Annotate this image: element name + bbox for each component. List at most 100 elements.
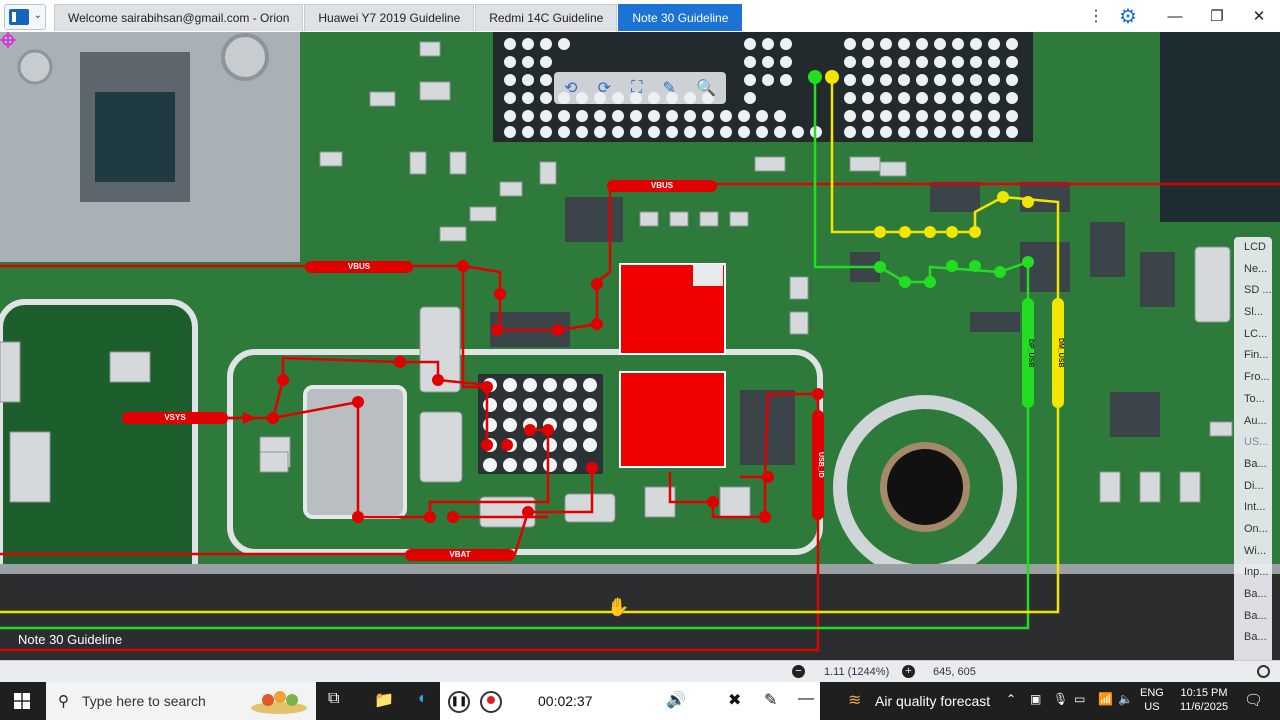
minimize-recorder-icon[interactable]: —: [798, 690, 814, 707]
gear-icon[interactable]: ⚙: [1119, 5, 1137, 28]
side-item-lc[interactable]: LC...: [1244, 327, 1268, 340]
volume-icon[interactable]: 🔊: [666, 692, 686, 709]
more-options-icon[interactable]: ⋮: [1088, 8, 1104, 25]
chevron-down-icon: ⌄: [33, 10, 42, 21]
zoom-in-button[interactable]: +: [902, 665, 915, 678]
app-menu-button[interactable]: ⌄: [4, 4, 46, 30]
close-button[interactable]: ✕: [1252, 8, 1266, 25]
stop-record-button[interactable]: [480, 691, 502, 713]
cursor-coordinates: 645, 605: [933, 666, 976, 678]
side-item-ba-3[interactable]: Ba...: [1244, 609, 1267, 622]
rotate-left-icon[interactable]: ⟲: [564, 80, 578, 97]
recording-timer: 00:02:37: [538, 693, 593, 709]
view-toolbar: ⟲ ⟳ ⛶ ✎ 🔍: [554, 72, 726, 104]
board-edge-silver: [0, 564, 1280, 574]
pause-button[interactable]: ❚❚: [448, 691, 470, 713]
notification-icon[interactable]: 🗨: [1244, 692, 1264, 709]
side-item-lcd[interactable]: LCD: [1244, 241, 1267, 253]
board-viewer[interactable]: VBUS VBUS VSYS VBAT USB_ID DP_USB DM_USB…: [0, 32, 1280, 660]
side-item-ba-4[interactable]: Ba...: [1244, 631, 1267, 644]
search-icon: ⚲: [58, 693, 69, 710]
board-title: Note 30 Guideline: [18, 632, 123, 647]
side-item-wifi[interactable]: Wi...: [1244, 544, 1266, 557]
app-logo-icon: [9, 9, 29, 25]
net-label-vbat[interactable]: VBAT: [405, 549, 515, 561]
net-label-vsys[interactable]: VSYS: [122, 412, 228, 424]
clock-date: 11/6/2025: [1179, 701, 1229, 713]
side-item-ba-2[interactable]: Ba...: [1244, 588, 1267, 600]
pcb-drawing: [0, 32, 1280, 660]
passive-components: [0, 41, 1233, 528]
start-button[interactable]: [0, 682, 44, 720]
title-bar: ⌄ Welcome sairabihsan@gmail.com - Orion …: [0, 0, 1280, 33]
dm-net-traces: [0, 77, 1060, 614]
weather-text[interactable]: Air quality forecast: [875, 693, 991, 709]
tab-welcome[interactable]: Welcome sairabihsan@gmail.com - Orion: [54, 4, 304, 31]
minimize-button[interactable]: —: [1167, 7, 1183, 25]
wifi-icon[interactable]: 📶: [1098, 692, 1113, 706]
net-label-vbus[interactable]: VBUS: [305, 261, 413, 273]
dp-net-traces: [0, 77, 1030, 630]
draw-tool-icon[interactable]: ✎: [662, 80, 676, 97]
side-item-front[interactable]: Fro...: [1244, 371, 1270, 384]
search-placeholder: Type here to search: [82, 693, 206, 709]
side-item-fingerprint[interactable]: Fin...: [1244, 349, 1269, 362]
side-item-ba-1[interactable]: Ba...: [1244, 457, 1267, 470]
board-edge-dark: [1160, 32, 1280, 222]
vsys-arrow-icon: [243, 412, 256, 424]
net-label-dp-usb[interactable]: DP_USB: [1022, 298, 1034, 408]
meet-now-icon[interactable]: ▣: [1030, 692, 1042, 706]
tab-huawei-y7[interactable]: Huawei Y7 2019 Guideline: [304, 4, 475, 31]
battery-icon[interactable]: ▭: [1074, 692, 1086, 706]
microphone-icon[interactable]: 🎙: [1053, 692, 1069, 706]
edge-browser-icon[interactable]: ◐: [418, 690, 428, 707]
input-language[interactable]: ENG US: [1140, 686, 1164, 714]
tab-redmi-14c[interactable]: Redmi 14C Guideline: [475, 4, 618, 31]
fit-screen-icon[interactable]: ⛶: [631, 79, 643, 96]
component-pad: [693, 264, 723, 286]
pen-annotate-icon[interactable]: ✎: [764, 692, 778, 709]
status-bar: − 1.11 (1244%) + 645, 605: [0, 660, 1280, 683]
screw-pad: [17, 49, 53, 85]
screw-pad: [221, 33, 269, 81]
zoom-out-button[interactable]: −: [792, 665, 805, 678]
side-item-network[interactable]: Ne...: [1244, 262, 1268, 275]
crosshair-cursor-icon: [0, 32, 16, 48]
taskbar-search[interactable]: ⚲ Type here to search: [46, 682, 316, 720]
windows-taskbar: ⚲ Type here to search ⧉ 📁 ◐ ❚❚ 00:02:37 …: [0, 682, 1280, 720]
net-label-dm-usb[interactable]: DM_USB: [1052, 298, 1064, 408]
side-item-usb[interactable]: US...: [1244, 436, 1269, 449]
clock-time: 10:15 PM: [1180, 687, 1228, 699]
zoom-level: 1.11 (1244%): [824, 666, 890, 678]
language-code: ENG: [1140, 687, 1164, 699]
side-item-audio[interactable]: Au...: [1244, 414, 1267, 427]
restore-button[interactable]: ❐: [1210, 8, 1224, 25]
taskbar-clock[interactable]: 10:15 PM 11/6/2025: [1174, 686, 1234, 714]
net-side-panel: LCD Ne... SD ... Sl... LC... Fin... Fro.…: [1234, 237, 1272, 660]
highlighted-power-ic: [619, 263, 726, 468]
tray-chevron-up-icon[interactable]: ⌃: [1006, 692, 1017, 706]
task-view-icon[interactable]: ⧉: [328, 690, 340, 707]
side-item-sim[interactable]: Sl...: [1244, 306, 1263, 319]
file-explorer-icon[interactable]: 📁: [374, 692, 394, 709]
search-highlight-icon: [251, 691, 307, 714]
language-region: US: [1144, 701, 1160, 713]
rotate-right-icon[interactable]: ⟳: [597, 80, 611, 97]
side-item-sd[interactable]: SD ...: [1244, 284, 1272, 297]
side-item-display[interactable]: Di...: [1244, 479, 1264, 492]
windows-logo-icon: [14, 693, 30, 709]
side-item-int[interactable]: Int...: [1244, 501, 1266, 514]
side-item-touch[interactable]: To...: [1244, 392, 1265, 405]
net-label-vbus[interactable]: VBUS: [607, 180, 717, 192]
tab-note-30[interactable]: Note 30 Guideline: [618, 4, 743, 31]
side-item-on[interactable]: On...: [1244, 522, 1268, 535]
search-icon[interactable]: 🔍: [695, 80, 716, 97]
board-bottom-strip: [0, 572, 1280, 660]
side-item-input[interactable]: Inp...: [1244, 566, 1269, 579]
weather-icon[interactable]: ≋: [848, 692, 862, 709]
mic-muted-icon[interactable]: ✖: [728, 692, 742, 709]
speaker-icon[interactable]: 🔈: [1118, 692, 1133, 706]
fit-view-icon[interactable]: [1257, 665, 1270, 678]
net-label-usb-id[interactable]: USB_ID: [812, 410, 824, 520]
bga-balls: [504, 38, 1018, 138]
